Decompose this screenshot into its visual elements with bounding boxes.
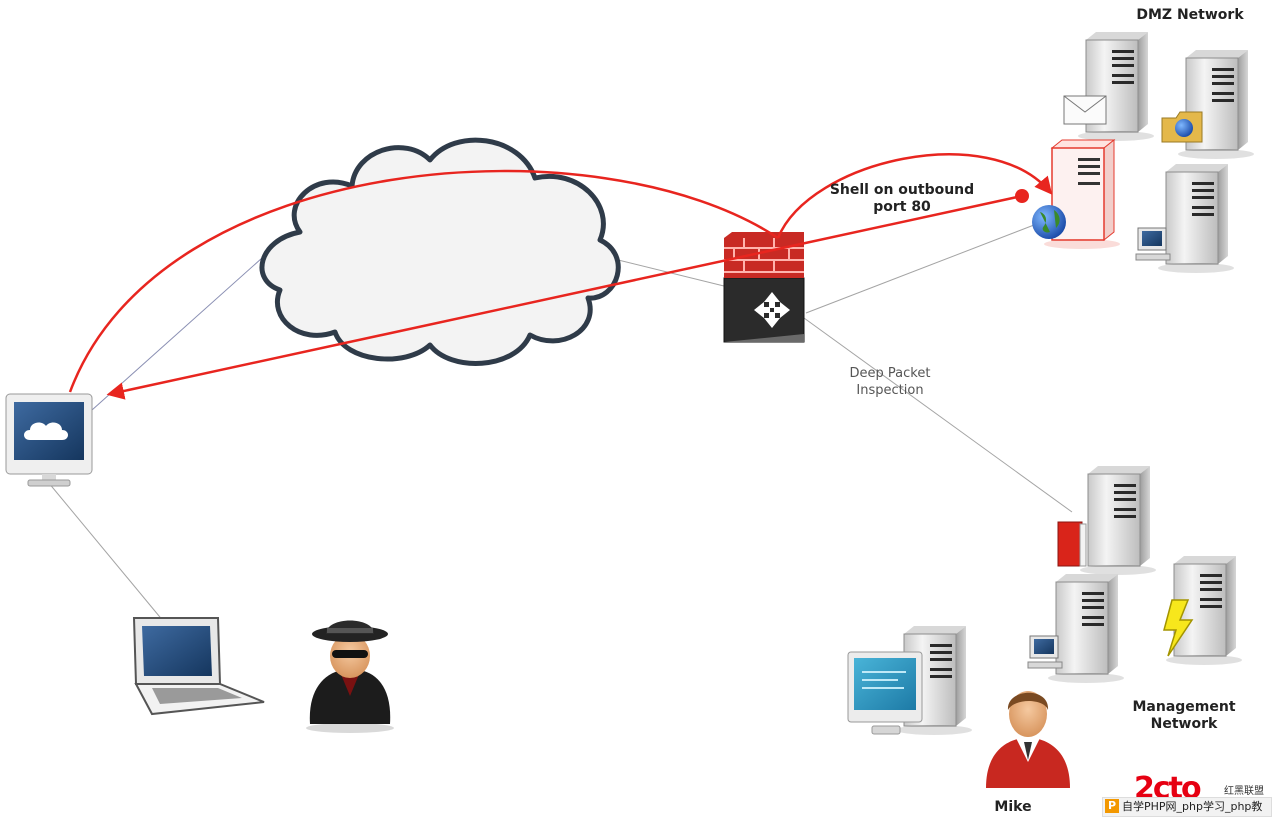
dmz-network-label: DMZ Network [1136,7,1244,23]
internet-cloud-icon [259,137,621,366]
admin-workstation-icon[interactable] [847,625,973,736]
shell-outbound-label-line2: port 80 [873,199,931,215]
watermark-bar-text: 自学PHP网_php学习_php教 [1122,800,1263,813]
link-firewall-dmz [805,224,1035,314]
workstation-server-icon[interactable] [1027,573,1125,684]
monitor-icon[interactable] [5,393,93,487]
mike-label: Mike [994,799,1032,815]
attack-arc-outbound [68,169,779,393]
link-firewall-management [803,317,1073,513]
lightning-icon [1163,599,1194,657]
user-mike-icon [986,691,1070,788]
directory-server-icon[interactable] [1057,465,1157,576]
deep-packet-label-line1: Deep Packet [849,366,931,381]
reverse-shell-arrow [106,194,1023,400]
deep-packet-label-line2: Inspection [856,383,924,398]
spy-hacker-icon [306,620,394,733]
laptop-icon[interactable] [132,617,265,716]
shell-outbound-label-line1: Shell on outbound [829,182,975,198]
workstation-server-icon[interactable] [1135,163,1235,274]
attack-paths [68,153,1053,400]
reverse-shell-origin-dot [1015,189,1029,203]
watermark-logo-cn: 红黑联盟 [1224,786,1264,797]
management-network-label-line1: Management [1132,699,1236,715]
link-monitor-laptop [47,481,165,623]
firewall-router-icon[interactable] [723,232,805,343]
link-monitor-cloud [91,257,263,411]
management-network-label-line2: Network [1150,716,1218,732]
web-server-icon[interactable] [1032,138,1120,249]
power-server-icon[interactable] [1163,555,1243,666]
file-server-icon[interactable] [1161,49,1255,160]
mail-server-icon[interactable] [1063,31,1155,142]
globe-icon [1032,205,1066,239]
attack-arc-dmz [776,153,1053,239]
watermark-p-icon: P [1105,799,1119,813]
